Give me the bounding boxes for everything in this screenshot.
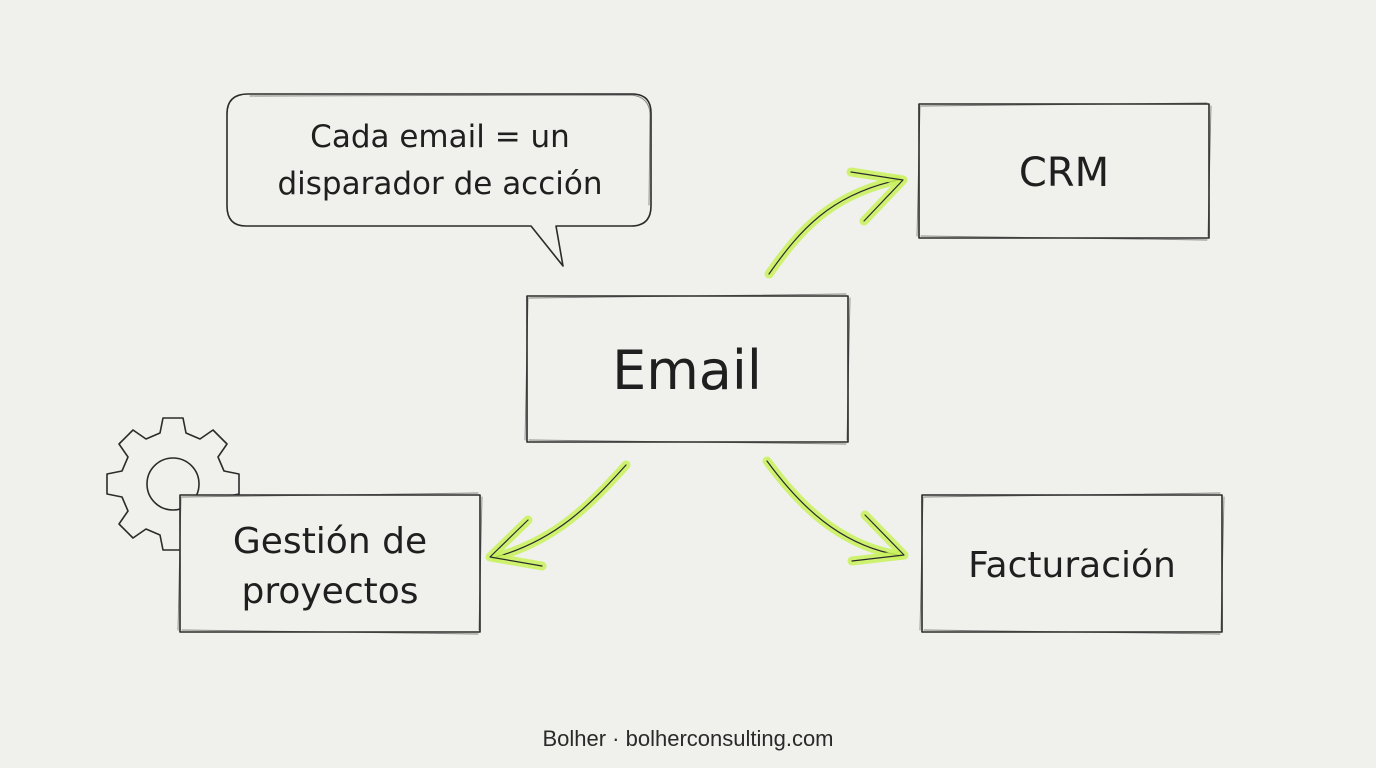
projects-label-line1: Gestión de [233,521,427,562]
crm-node: CRM [916,102,1212,241]
projects-node: Gestión de proyectos [177,492,483,635]
callout-text-line1: Cada email = un [310,119,570,155]
email-node: Email [524,293,851,445]
billing-label: Facturación [968,545,1176,586]
arrow-to-billing [762,456,909,566]
arrow-to-crm [764,167,908,279]
crm-label: CRM [1019,150,1109,196]
callout-text-line2: disparador de acción [277,166,602,202]
footer-credit: Bolher · bolherconsulting.com [542,726,834,751]
projects-label-line2: proyectos [241,571,418,612]
billing-node: Facturación [919,492,1225,635]
callout-bubble: Cada email = un disparador de acción [226,93,652,267]
arrow-to-projects [485,460,631,571]
email-label: Email [612,339,762,402]
